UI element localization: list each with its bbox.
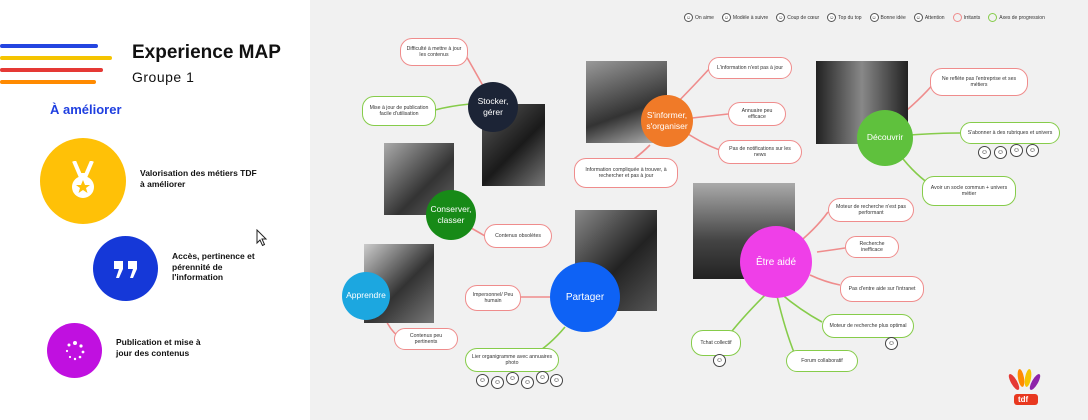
reaction-icon: ☺ — [1026, 144, 1039, 157]
bubble-socle-commun: Avoir un socle commun + univers métier — [922, 176, 1016, 206]
mouse-cursor — [256, 229, 268, 247]
improvement-text-1: Valorisation des métiers TDF à améliorer — [140, 168, 257, 189]
node-partager[interactable]: Partager — [550, 262, 620, 332]
legend-icon-1: ☺ — [684, 13, 693, 22]
group-label: Groupe 1 — [132, 69, 195, 85]
bubble-reflete-pas: Ne reflète pas l'entreprise et ses métie… — [930, 68, 1028, 96]
legend-icon-4: ☺ — [827, 13, 837, 22]
legend: ☺On aime ☺Modèle à suivre ☺Coup de cœur … — [684, 13, 1045, 22]
quote-icon — [113, 260, 137, 278]
bubble-tchat: Tchat collectif — [691, 330, 741, 356]
bubble-forum: Forum collaboratif — [786, 350, 858, 372]
legend-irritants-label: Irritants — [963, 14, 981, 21]
bubble-moteur-optimal: Moteur de recherche plus optimal — [822, 314, 914, 338]
legend-progress-ring — [988, 13, 998, 22]
legend-icon-5: ☺ — [869, 13, 879, 22]
reaction-icon: ☺ — [978, 146, 991, 159]
improvement-text-3: Publication et mise à jour des contenus — [116, 337, 201, 358]
experience-map-canvas: ☺On aime ☺Modèle à suivre ☺Coup de cœur … — [310, 0, 1088, 420]
node-decouvrir[interactable]: Découvrir — [857, 110, 913, 166]
bubble-annuaire: Annuaire peu efficace — [728, 102, 786, 126]
legend-icon-3: ☺ — [776, 13, 786, 22]
left-panel: Experience MAP Groupe 1 À améliorer Valo… — [0, 0, 310, 420]
brand-text: tdf — [1018, 395, 1029, 404]
reaction-icon: ☺ — [885, 337, 898, 350]
tdf-logo: tdf — [1006, 368, 1046, 408]
reaction-icon: ☺ — [550, 374, 563, 387]
reaction-icon: ☺ — [521, 376, 534, 389]
bubble-contenus-peu-pertinents: Contenus peu pertinents — [394, 328, 458, 350]
node-apprendre[interactable]: Apprendre — [342, 272, 390, 320]
stripe-red — [0, 68, 103, 72]
legend-label-3: Coup de cœur — [787, 14, 820, 21]
legend-irritant-ring — [952, 13, 962, 22]
quote-circle — [93, 236, 158, 301]
medal-circle — [40, 138, 126, 224]
reaction-icon: ☺ — [1010, 144, 1023, 157]
legend-progress-label: Axes de progression — [999, 14, 1045, 21]
medal-icon — [72, 161, 94, 198]
loading-circle — [47, 323, 102, 378]
bubble-pas-entre-aide: Pas d'entre aide sur l'intranet — [840, 276, 924, 302]
loading-icon — [65, 340, 84, 360]
stripe-yellow — [0, 56, 112, 60]
legend-label-1: On aime — [695, 14, 714, 21]
bubble-info-compliquee: Information compliquée à trouver, à rech… — [574, 158, 678, 188]
legend-label-5: Bonne idée — [880, 14, 906, 21]
reaction-icon: ☺ — [994, 146, 1007, 159]
legend-label-2: Modèle à suivre — [732, 14, 769, 21]
bubble-maj-difficile: Difficulté à mettre à jour les contenus — [400, 38, 468, 66]
bubble-recherche-inefficace: Recherche inefficace — [845, 236, 899, 258]
improvement-text-2: Accès, pertinence et pérennité de l'info… — [172, 251, 255, 283]
reaction-icon: ☺ — [476, 374, 489, 387]
reaction-icon: ☺ — [536, 371, 549, 384]
bubble-notifications: Pas de notifications sur les news — [718, 140, 802, 164]
node-etre-aide[interactable]: Être aidé — [740, 226, 812, 298]
stripe-orange — [0, 80, 96, 84]
page-title: Experience MAP — [132, 42, 281, 63]
reaction-icon: ☺ — [491, 376, 504, 389]
section-label: À améliorer — [50, 102, 122, 117]
stripe-blue — [0, 44, 98, 48]
node-sinformer[interactable]: S'informer, s'organiser — [641, 95, 693, 147]
legend-icon-2: ☺ — [721, 13, 731, 22]
node-conserver[interactable]: Conserver, classer — [426, 190, 476, 240]
legend-label-6: Attention — [924, 14, 945, 21]
bubble-maj-facile: Mise à jour de publication facile d'util… — [362, 96, 436, 126]
bubble-impersonnel: Impersonnel/ Peu humain — [465, 285, 521, 311]
reaction-icon: ☺ — [506, 372, 519, 385]
legend-icon-6: ☺ — [913, 13, 923, 22]
node-stocker[interactable]: Stocker, gérer — [468, 82, 518, 132]
reaction-icon: ☺ — [713, 354, 726, 367]
bubble-info-pas-a-jour: L'information n'est pas à jour — [708, 57, 792, 79]
bubble-moteur-pas-perf: Moteur de recherche n'est pas performant — [828, 198, 914, 222]
bubble-contenus-obsoletes: Contenus obsolètes — [484, 224, 552, 248]
legend-label-4: Top du top — [838, 14, 862, 21]
bubble-abonner: S'abonner à des rubriques et univers — [960, 122, 1060, 144]
bubble-organigramme: Lier organigramme avec annuaires photo — [465, 348, 559, 372]
